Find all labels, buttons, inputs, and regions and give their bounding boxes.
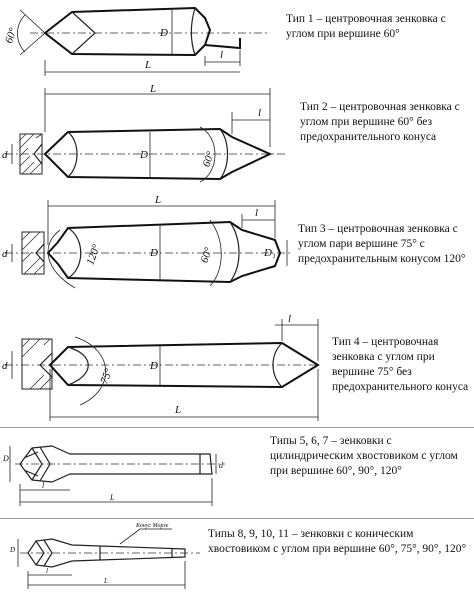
type-4-L-label: L: [174, 404, 181, 416]
types-8-11-l-label: l: [46, 567, 48, 575]
type-3-caption: Тип 3 – центровочная зенковка с углом па…: [298, 223, 466, 265]
types-5-7-drawing: D d l L: [2, 445, 225, 506]
type-3-D1-label: D₁: [263, 247, 276, 259]
type-2-caption: Тип 2 – центровочная зенковка с углом пр…: [300, 101, 460, 143]
type-4-drawing: l d 75° D L: [2, 313, 320, 421]
types-5-7-d-label: d: [219, 461, 224, 470]
type-2-d-label: d: [2, 149, 8, 161]
type-1-angle-label: 60°: [3, 26, 20, 45]
type-2-angle-label: 60°: [200, 149, 217, 168]
type-3-l-label: l: [255, 207, 258, 219]
panel-type-4: l d 75° D L Тип 4 – центровочная зенковк…: [0, 305, 474, 427]
types-8-11-drawing: D Конус Морзе l L: [9, 523, 200, 589]
divider-5-6: [0, 518, 474, 519]
type-3-d-label: d: [2, 248, 8, 260]
divider-4-5: [0, 427, 474, 428]
type-1-caption: Тип 1 – центровочная зенковка с углом пр…: [286, 13, 446, 40]
panel-types-8-11: D Конус Морзе l L Типы 8, 9, 10, 11 – зе…: [0, 519, 474, 592]
type-1-L-label: L: [144, 59, 151, 71]
type-3-L-label: L: [154, 194, 161, 206]
type-3-D-label: D: [149, 247, 158, 259]
panel-type-2: L l d D 60° Тип 2 – центровочная зенковк…: [0, 82, 474, 190]
type-2-D-label: D: [139, 149, 148, 161]
types-5-7-D-label: D: [2, 454, 9, 463]
type-4-l-label: l: [288, 313, 291, 325]
type-4-D-label: D: [149, 360, 158, 372]
panel-types-5-7: D d l L Типы 5, 6, 7 – зенковки с цилинд…: [0, 428, 474, 518]
type-3-angle2-label: 60°: [198, 245, 215, 264]
type-3-drawing: L l d 120° D 60° D₁: [2, 194, 290, 289]
type-2-l-label: l: [258, 107, 261, 119]
panel-type-1: 60° D l L Тип 1 – центровочная зенковка …: [0, 0, 474, 82]
type-2-L-label: L: [149, 83, 156, 95]
type-3-angle1-label: 120°: [84, 242, 103, 266]
panel-type-3: L l d 120° D 60° D₁ Тип 3 – центровочная…: [0, 190, 474, 305]
types-5-7-caption: Типы 5, 6, 7 – зенковки с цилиндрическим…: [270, 435, 458, 477]
types-8-11-caption: Типы 8, 9, 10, 11 – зенковки с конически…: [208, 528, 467, 555]
types-5-7-l-label: l: [42, 481, 45, 490]
type-1-D-label: D: [159, 27, 168, 39]
type-4-angle-label: 75°: [98, 366, 115, 385]
type-1-l-label: l: [220, 49, 223, 61]
morse-taper-label: Конус Морзе: [135, 523, 169, 529]
types-8-11-L-label: L: [103, 577, 108, 585]
type-4-caption: Тип 4 – центровочная зенковка с углом пр…: [332, 336, 469, 393]
types-8-11-D-label: D: [9, 546, 15, 554]
type-1-drawing: 60° D l L: [3, 6, 270, 76]
type-2-drawing: L l d D 60°: [2, 83, 285, 183]
types-5-7-L-label: L: [109, 493, 115, 502]
type-4-d-label: d: [2, 360, 8, 372]
